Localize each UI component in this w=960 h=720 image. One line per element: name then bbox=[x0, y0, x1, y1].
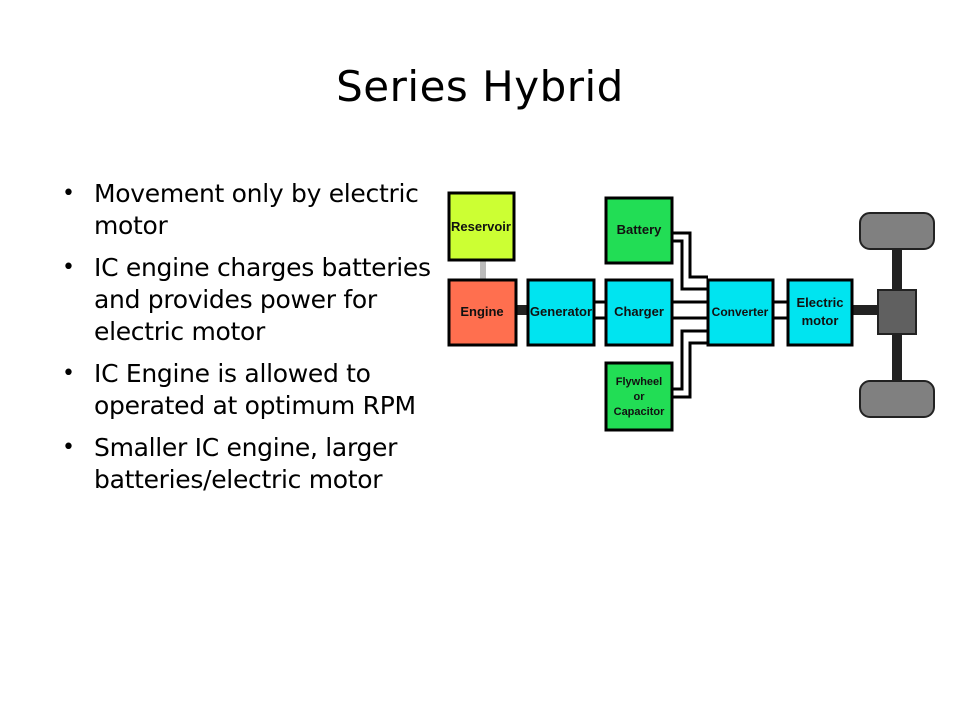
flywheel-label-line1: Flywheel bbox=[616, 376, 662, 388]
bullet-text: Movement only by electric motor bbox=[94, 179, 419, 240]
flywheel-label-line3: Capacitor bbox=[614, 406, 665, 418]
engine-label: Engine bbox=[460, 304, 503, 319]
converter-box bbox=[706, 278, 775, 347]
electric-motor-label-line1: Electric bbox=[797, 295, 844, 310]
generator-charger-link bbox=[594, 300, 606, 320]
bullet-item: • IC Engine is allowed to operated at opt… bbox=[60, 358, 450, 422]
bullet-text: Smaller IC engine, larger batteries/elec… bbox=[94, 433, 398, 494]
battery-label: Battery bbox=[617, 222, 663, 237]
bullet-dot-icon: • bbox=[62, 361, 75, 386]
converter-label: Converter bbox=[712, 305, 769, 319]
flywheel-box bbox=[604, 361, 674, 432]
electric-motor-box bbox=[786, 278, 854, 347]
bullet-text: IC Engine is allowed to operated at opti… bbox=[94, 359, 416, 420]
engine-box bbox=[447, 278, 518, 347]
flywheel-label-line2: or bbox=[634, 391, 646, 403]
bullet-dot-icon: • bbox=[62, 435, 75, 460]
generator-box bbox=[526, 278, 596, 347]
engine-shaft bbox=[516, 305, 530, 315]
wheel-bottom bbox=[859, 380, 935, 418]
reservoir-box bbox=[447, 191, 516, 262]
bullet-dot-icon: • bbox=[62, 255, 75, 280]
bullet-dot-icon: • bbox=[62, 181, 75, 206]
bullet-item: • Movement only by electric motor bbox=[60, 178, 450, 242]
slide-title: Series Hybrid bbox=[336, 62, 624, 111]
reservoir-label: Reservoir bbox=[451, 219, 511, 234]
fuel-pipe bbox=[480, 260, 486, 280]
charger-label: Charger bbox=[614, 304, 664, 319]
bullet-list: • Movement only by electric motor • IC eng… bbox=[60, 178, 450, 506]
converter-motor-link bbox=[773, 300, 788, 320]
charger-box bbox=[604, 278, 674, 347]
series-hybrid-diagram: Reservoir Engine Generator Battery Charg… bbox=[447, 191, 935, 432]
differential-box bbox=[877, 289, 917, 335]
electric-motor-label-line2: motor bbox=[802, 313, 839, 328]
battery-box bbox=[604, 196, 674, 265]
wheel-top bbox=[859, 212, 935, 250]
bullet-item: • Smaller IC engine, larger batteries/ele… bbox=[60, 432, 450, 496]
power-bus bbox=[672, 231, 708, 399]
bullet-item: • IC engine charges batteries and provide… bbox=[60, 252, 450, 348]
generator-label: Generator bbox=[530, 304, 592, 319]
bullet-text: IC engine charges batteries and provides… bbox=[94, 253, 431, 346]
drive-shaft bbox=[852, 305, 882, 315]
